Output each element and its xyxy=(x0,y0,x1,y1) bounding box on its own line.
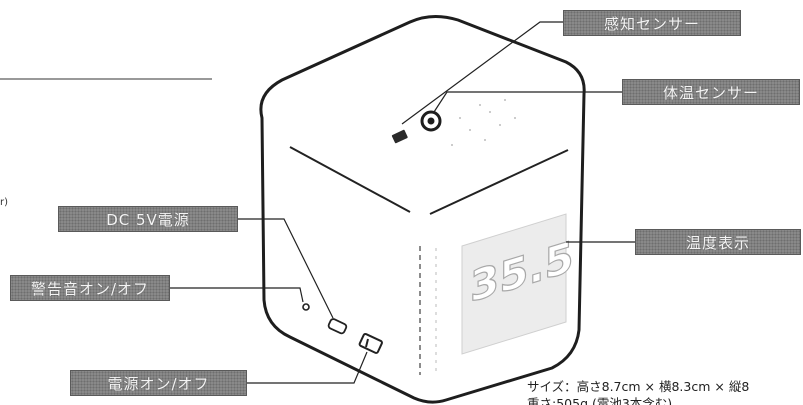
label-body-temp-sensor: 体温センサー xyxy=(622,79,800,105)
body-temp-sensor-dot xyxy=(427,117,435,125)
label-power-switch: 電源オン/オフ xyxy=(70,370,247,396)
top-edge-left xyxy=(289,146,411,213)
motion-sensor-slot xyxy=(391,129,408,144)
label-motion-sensor: 感知センサー xyxy=(563,10,741,36)
power-switch xyxy=(358,332,383,354)
leader-body-temp xyxy=(433,91,624,113)
alarm-button xyxy=(302,303,310,311)
power-switch-knob xyxy=(365,338,369,348)
top-shading xyxy=(451,99,516,146)
leader-alarm-sound xyxy=(170,287,304,303)
leader-power-switch xyxy=(247,351,368,384)
cut-off-text: r) xyxy=(0,197,9,208)
cube-outline xyxy=(259,15,586,404)
top-edge-right xyxy=(429,149,569,215)
dc-port xyxy=(327,318,348,335)
label-alarm-sound: 警告音オン/オフ xyxy=(10,275,170,301)
label-dc-power: DC 5V電源 xyxy=(58,206,238,232)
leader-motion-sensor xyxy=(401,21,566,125)
display-window xyxy=(461,213,567,355)
leader-dc-power xyxy=(238,218,334,319)
label-temp-display: 温度表示 xyxy=(635,229,801,255)
spec-size: サイズ：高さ8.7cm × 横8.3cm × 縦8 xyxy=(527,379,750,394)
spec-weight: 重さ:505g (電池3本含む) xyxy=(527,396,673,405)
